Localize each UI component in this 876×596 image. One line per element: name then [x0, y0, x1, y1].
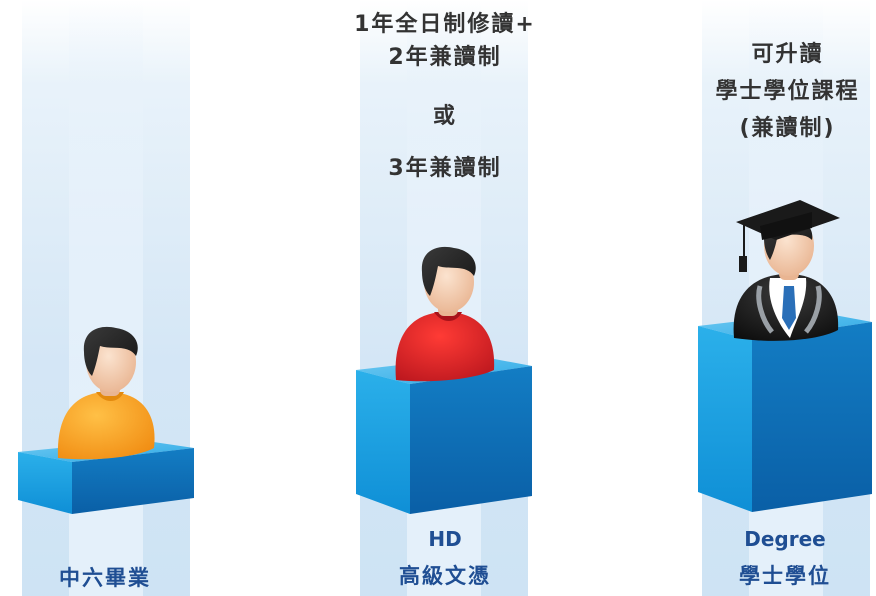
stage-3-heading-line-2: 學士學位課程	[715, 79, 860, 104]
student-red-shirt-icon	[395, 246, 495, 382]
stage-3-label-en: Degree	[744, 527, 826, 551]
stage-3-heading-line-3: (兼讀制)	[739, 116, 836, 141]
graduate-cap-gown-icon	[733, 200, 840, 341]
stage-3-heading-line-1: 可升讀	[751, 42, 824, 67]
stage-2-heading-line-3: 或	[432, 104, 457, 129]
student-orange-shirt-icon	[57, 326, 155, 460]
stage-1-label: 中六畢業	[59, 566, 151, 590]
stage-2-label-zh: 高級文憑	[399, 564, 491, 588]
stage-2-label-en: HD	[428, 527, 462, 551]
stage-3-heading: 可升讀 學士學位課程 (兼讀制)	[660, 36, 876, 147]
stage-2-heading-line-2: 2年兼讀制	[388, 45, 502, 70]
stage-2-heading-line-1: 1年全日制修讀+	[354, 12, 536, 37]
stage-3-label-zh: 學士學位	[739, 564, 831, 588]
stage-3-box	[698, 312, 872, 512]
